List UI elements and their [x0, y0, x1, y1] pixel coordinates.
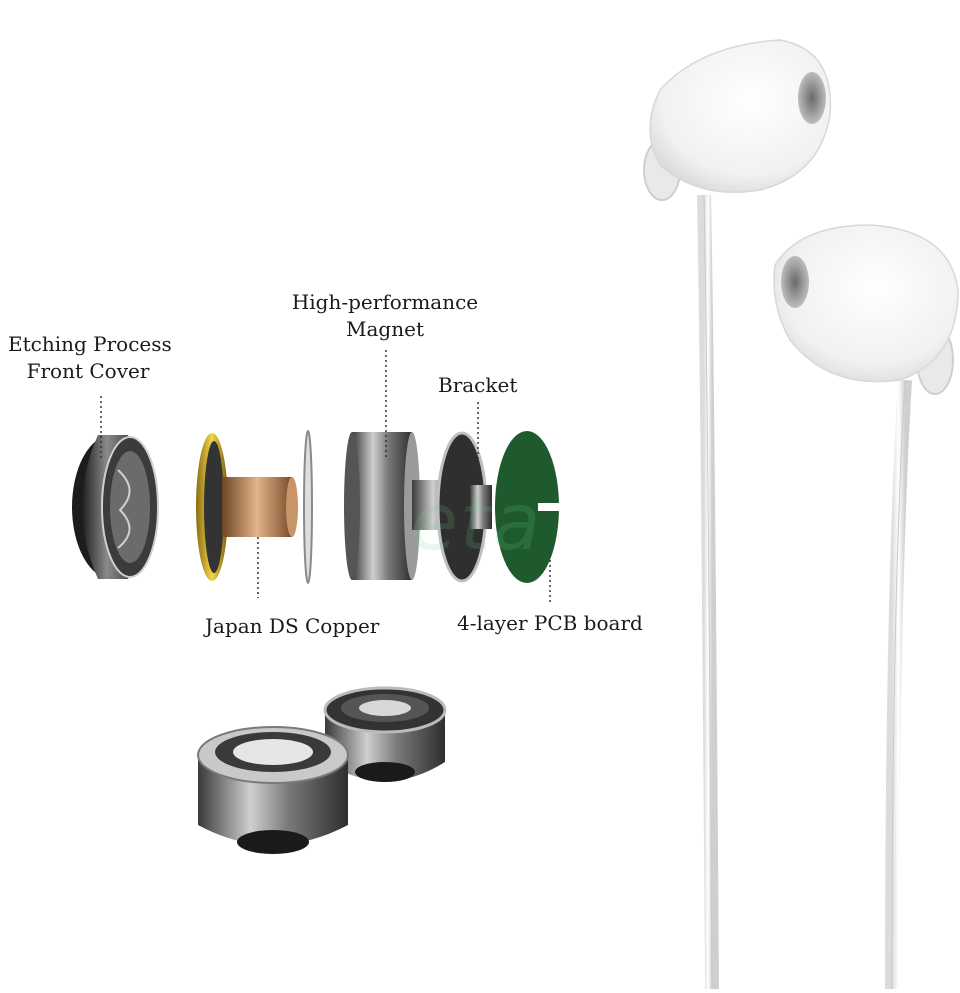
leader-lines — [100, 350, 551, 604]
label-pcb: 4-layer PCB board — [457, 611, 643, 635]
label-copper: Japan DS Copper — [205, 614, 380, 638]
label-magnet: High-performance Magnet — [288, 289, 482, 343]
label-front-cover-line1: Etching Process — [8, 332, 172, 356]
watermark-text: eta — [410, 478, 543, 568]
voice-coil-icon — [196, 433, 298, 581]
front-cover-icon — [72, 435, 159, 579]
pcb-board-icon — [495, 431, 560, 583]
driver-unit-icon — [323, 686, 447, 782]
washer-icon — [303, 430, 313, 584]
earbud-icon — [643, 39, 832, 990]
label-magnet-line2: Magnet — [346, 317, 424, 341]
label-front-cover: Etching Process Front Cover — [8, 331, 172, 385]
driver-unit-icon — [197, 726, 349, 854]
bracket-icon — [436, 431, 492, 583]
label-magnet-line1: High-performance — [291, 290, 479, 314]
label-front-cover-line2: Front Cover — [26, 359, 150, 383]
earbud-icon — [773, 224, 959, 990]
label-bracket: Bracket — [438, 373, 518, 397]
